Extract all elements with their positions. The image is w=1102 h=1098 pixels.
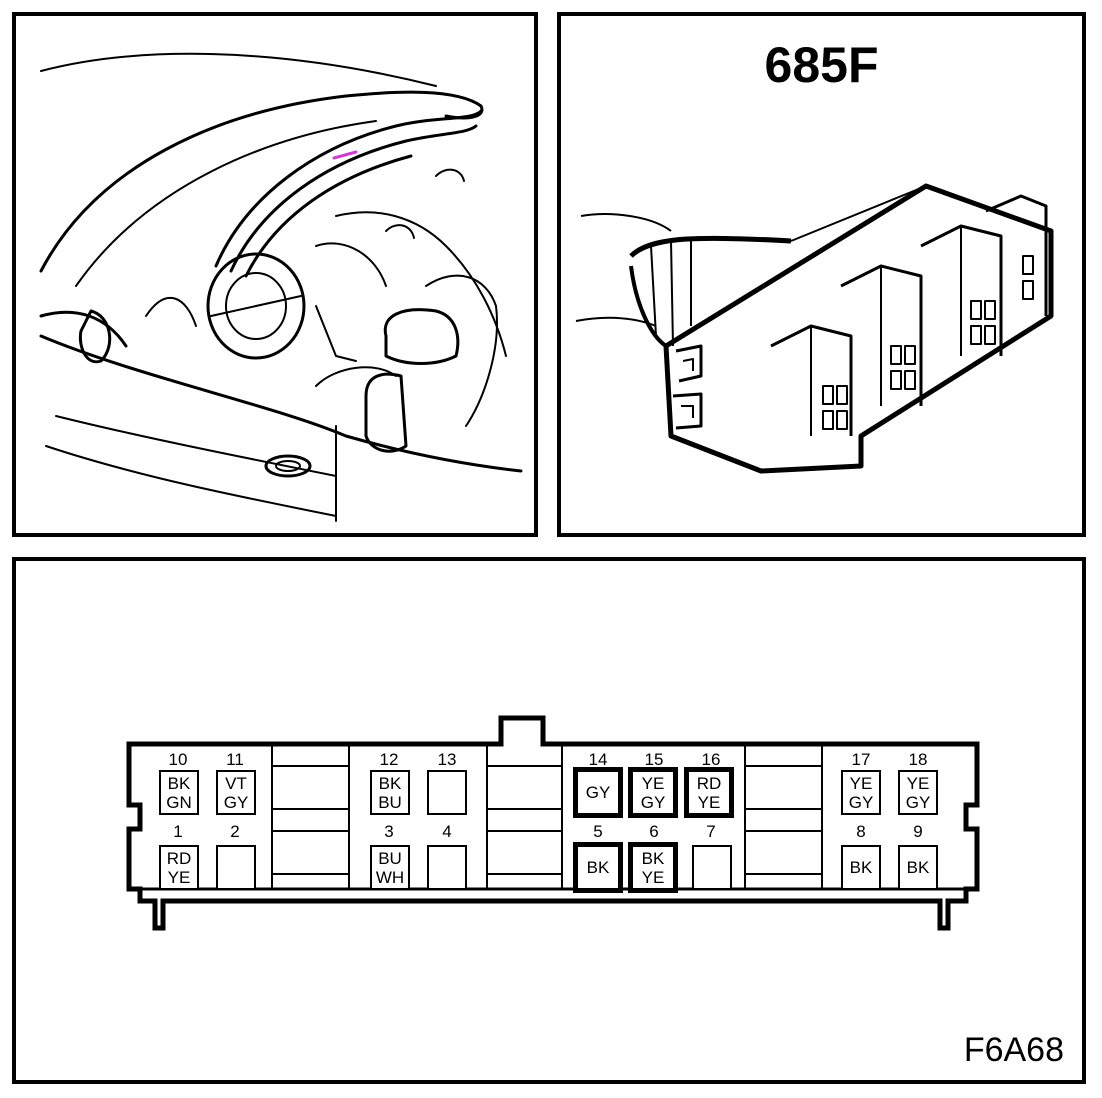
- pin-11-color-2: GY: [223, 792, 249, 812]
- pin-cavity-6: BK YE: [628, 842, 678, 893]
- pin-cavity-18: YE GY: [898, 770, 938, 815]
- pin-number-14: 14: [588, 750, 608, 769]
- connector-view-panel: 685F: [557, 12, 1086, 537]
- pin-number-2: 2: [230, 822, 240, 841]
- pin-5-color-1: BK: [586, 858, 610, 877]
- pin-cavity-10: BK GN: [159, 770, 199, 815]
- pin-number-5: 5: [593, 822, 603, 841]
- pin-cavity-5: BK: [573, 842, 623, 893]
- pin-cavity-1: RD YE: [159, 845, 199, 890]
- pin-number-11: 11: [226, 750, 244, 769]
- pin-18-color-2: GY: [905, 792, 931, 812]
- pin-number-6: 6: [649, 822, 659, 841]
- pin-cavity-9: BK: [898, 845, 938, 890]
- pin-number-13: 13: [437, 750, 457, 769]
- pin-18-color-1: YE: [906, 773, 930, 793]
- pin-cavity-7: [692, 845, 732, 890]
- pin-3-color-2: WH: [375, 867, 405, 887]
- pin-cavity-11: VT GY: [216, 770, 256, 815]
- pin-14-color-1: GY: [585, 783, 611, 802]
- pin-11-color-1: VT: [225, 773, 247, 793]
- pin-cavity-12: BK BU: [370, 770, 410, 815]
- connector-title: 685F: [764, 37, 879, 93]
- pin-number-1: 1: [173, 822, 183, 841]
- figure-code: F6A68: [963, 1031, 1064, 1069]
- pin-number-8: 8: [856, 822, 866, 841]
- pin-cavity-16: RD YE: [684, 767, 734, 818]
- pin-number-9: 9: [913, 822, 923, 841]
- pin-cavity-2: [216, 845, 256, 890]
- pin-17-color-2: GY: [848, 792, 874, 812]
- pin-12-color-2: BU: [378, 792, 402, 812]
- pin-cavity-17: YE GY: [841, 770, 881, 815]
- pin-10-color-2: GN: [166, 792, 192, 812]
- connector-housing-illustration: [575, 183, 1054, 474]
- pin-8-color-1: BK: [849, 858, 873, 877]
- pin-cavity-13: [427, 770, 467, 815]
- pin-number-16: 16: [701, 750, 721, 769]
- pin-16-color-2: YE: [697, 792, 721, 812]
- connector-face-outline: [126, 715, 980, 931]
- pin-number-4: 4: [442, 822, 452, 841]
- pin-6-color-2: YE: [641, 867, 665, 887]
- pin-1-color-1: RD: [166, 848, 192, 868]
- pin-10-color-1: BK: [167, 773, 191, 793]
- pin-number-17: 17: [851, 750, 871, 769]
- pin-9-color-1: BK: [906, 858, 930, 877]
- pin-cavity-3: BU WH: [370, 845, 410, 890]
- pin-cavity-8: BK: [841, 845, 881, 890]
- pin-1-color-2: YE: [167, 867, 191, 887]
- pin-12-color-1: BK: [378, 773, 402, 793]
- pin-cavity-4: [427, 845, 467, 890]
- pinout-panel: 10 11 12 13 14 15 16 17 18 BK GN VT GY B…: [12, 557, 1086, 1084]
- vehicle-interior-illustration: [39, 52, 523, 522]
- pin-number-10: 10: [168, 750, 188, 769]
- pin-6-color-1: BK: [641, 848, 665, 868]
- pin-number-7: 7: [706, 822, 716, 841]
- pin-3-color-1: BU: [378, 848, 402, 868]
- pin-cavity-14: GY: [573, 767, 623, 818]
- pin-number-18: 18: [908, 750, 928, 769]
- vehicle-location-panel: [12, 12, 538, 537]
- pin-cavity-15: YE GY: [628, 767, 678, 818]
- pin-15-color-2: GY: [640, 792, 666, 812]
- pin-16-color-1: RD: [696, 773, 722, 793]
- pin-17-color-1: YE: [849, 773, 873, 793]
- pin-number-3: 3: [384, 822, 394, 841]
- pin-15-color-1: YE: [641, 773, 665, 793]
- pin-number-15: 15: [644, 750, 664, 769]
- pin-number-12: 12: [379, 750, 399, 769]
